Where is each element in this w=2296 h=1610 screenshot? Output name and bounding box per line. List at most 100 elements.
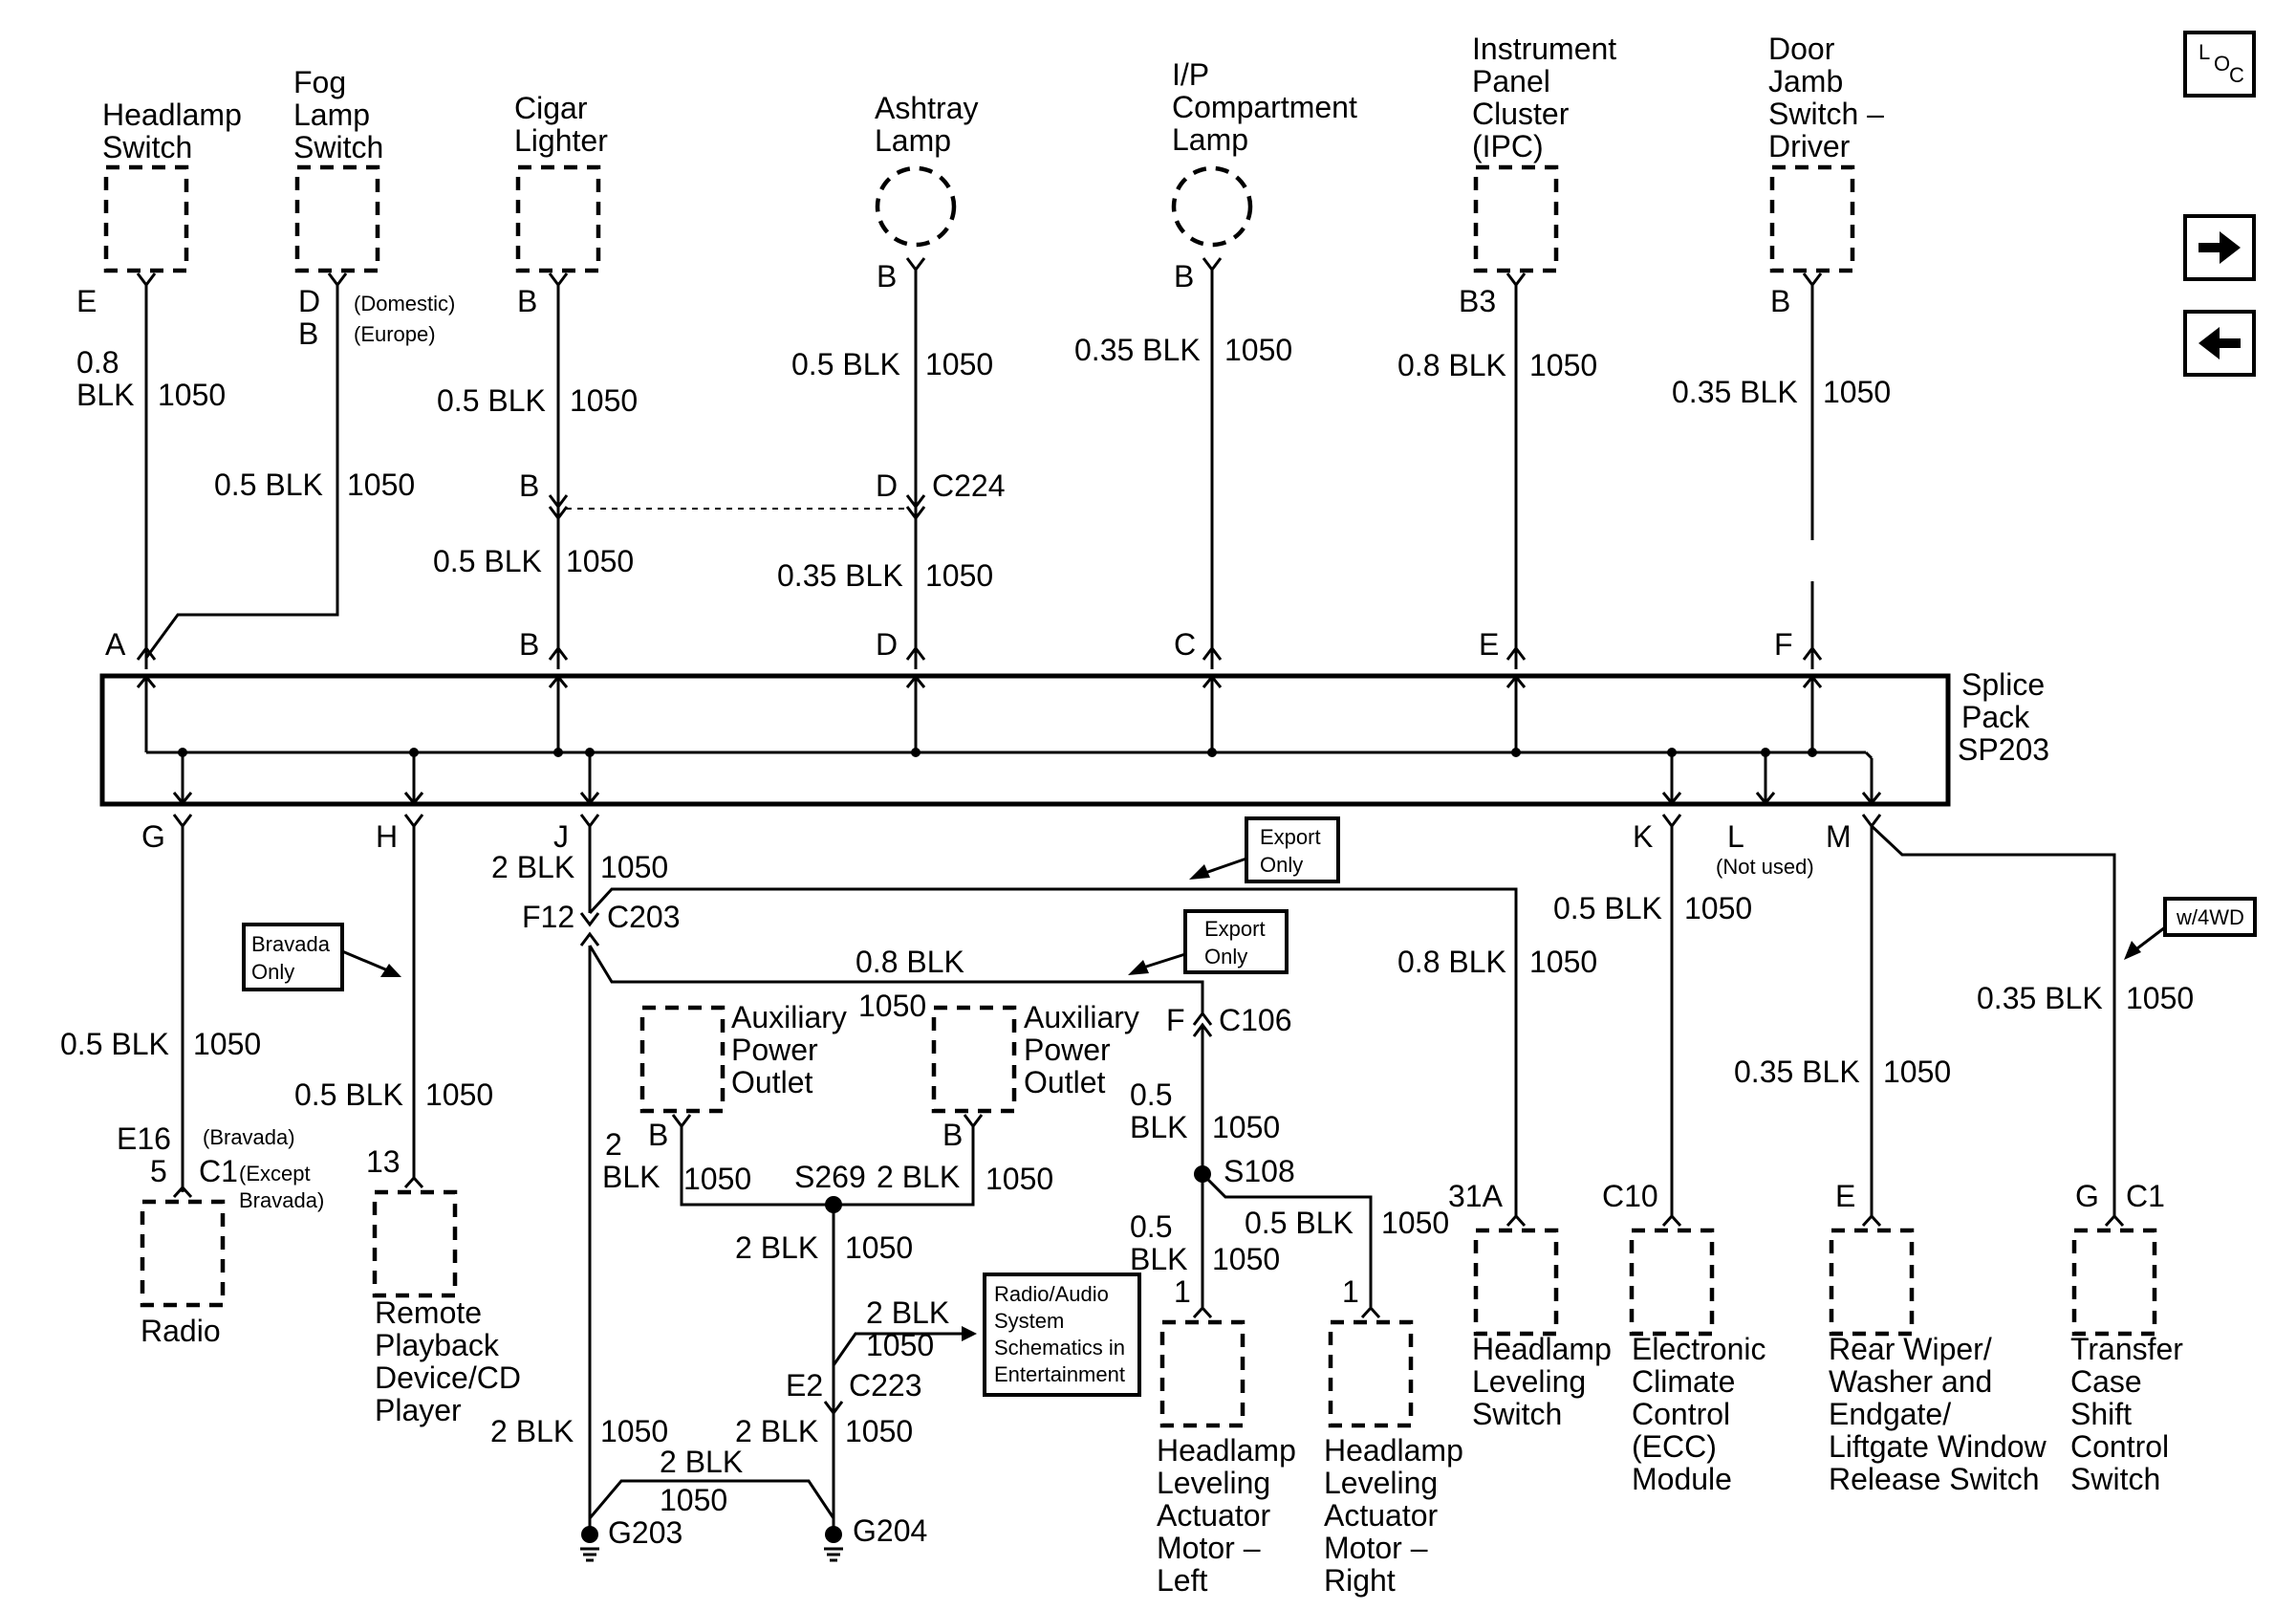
svg-text:Lamp: Lamp	[1172, 122, 1248, 157]
svg-text:1050: 1050	[1381, 1206, 1449, 1240]
svg-text:2 BLK: 2 BLK	[660, 1445, 743, 1479]
svg-text:0.8 BLK: 0.8 BLK	[1397, 348, 1506, 382]
locator-icon[interactable]: L O C	[2183, 31, 2256, 98]
svg-text:Auxiliary: Auxiliary	[1024, 1000, 1139, 1034]
terminal-marks	[136, 257, 1823, 288]
fog-lamp-switch-component: Fog Lamp Switch	[293, 65, 383, 273]
radio-audio-reference-note: Radio/Audio System Schematics in Enterta…	[983, 1273, 1141, 1397]
svg-text:13: 13	[366, 1144, 401, 1179]
remote-playback-branch: Bravada Only 0.5 BLK 1050 13 Remote Play…	[242, 826, 521, 1427]
svg-text:0.5 BLK: 0.5 BLK	[294, 1077, 403, 1112]
svg-text:0.8: 0.8	[76, 345, 119, 380]
svg-text:1050: 1050	[1224, 333, 1292, 367]
svg-text:0.5: 0.5	[1130, 1077, 1172, 1112]
svg-text:K: K	[1633, 819, 1653, 854]
svg-text:Left: Left	[1157, 1563, 1207, 1598]
svg-text:Washer and: Washer and	[1829, 1364, 1992, 1399]
svg-text:Headlamp: Headlamp	[1324, 1433, 1463, 1468]
svg-text:Case: Case	[2070, 1364, 2142, 1399]
ip-compartment-lamp-component: I/P Compartment Lamp	[1171, 57, 1357, 248]
svg-text:1050: 1050	[193, 1027, 261, 1061]
export-only-note-1: Export Only	[1189, 816, 1340, 883]
svg-text:0.5 BLK: 0.5 BLK	[214, 468, 323, 502]
svg-text:F: F	[1166, 1003, 1185, 1037]
svg-text:0.35 BLK: 0.35 BLK	[1977, 981, 2103, 1015]
wire-ashtray-lamp: B 0.5 BLK 1050 D C224 0.35 BLK 1050 D	[777, 259, 1006, 669]
svg-text:Motor –: Motor –	[1324, 1531, 1428, 1565]
leveling-actuator-branch: F C106 0.5 BLK 1050 S108 0.5 BLK 1050 0.…	[1130, 1003, 1463, 1598]
svg-text:Switch: Switch	[102, 130, 192, 164]
svg-text:Power: Power	[731, 1033, 818, 1067]
svg-text:0.35 BLK: 0.35 BLK	[1074, 333, 1201, 367]
svg-text:(Domestic): (Domestic)	[354, 292, 455, 315]
svg-text:Rear Wiper/: Rear Wiper/	[1829, 1332, 1992, 1366]
svg-text:Module: Module	[1632, 1462, 1732, 1496]
svg-text:0.35 BLK: 0.35 BLK	[1672, 375, 1798, 409]
svg-text:Electronic: Electronic	[1632, 1332, 1766, 1366]
svg-text:Control: Control	[1632, 1397, 1730, 1431]
svg-text:E: E	[76, 284, 97, 318]
wire-cigar-lighter: B 0.5 BLK 1050 B 0.5 BLK 1050 B	[433, 284, 638, 669]
svg-text:Radio: Radio	[141, 1314, 221, 1348]
svg-text:Switch –: Switch –	[1768, 97, 1884, 131]
svg-text:1050: 1050	[925, 558, 993, 593]
svg-text:2 BLK: 2 BLK	[491, 850, 574, 884]
svg-text:System: System	[994, 1309, 1064, 1333]
svg-text:Only: Only	[1204, 945, 1247, 968]
svg-text:E2: E2	[786, 1368, 823, 1403]
svg-text:C1: C1	[199, 1154, 238, 1188]
svg-text:1: 1	[1342, 1274, 1359, 1309]
svg-text:Actuator: Actuator	[1157, 1498, 1271, 1533]
svg-text:S269: S269	[794, 1160, 866, 1194]
svg-text:1050: 1050	[570, 383, 638, 418]
svg-text:Endgate/: Endgate/	[1829, 1397, 1951, 1431]
svg-text:Shift: Shift	[2070, 1397, 2132, 1431]
svg-text:1050: 1050	[1823, 375, 1891, 409]
wire-ip-compartment-lamp: B 0.35 BLK 1050 C	[1074, 259, 1292, 669]
previous-page-button[interactable]	[2183, 310, 2256, 377]
svg-text:Switch: Switch	[1472, 1397, 1562, 1431]
svg-text:BLK: BLK	[76, 378, 134, 412]
svg-text:0.5 BLK: 0.5 BLK	[791, 347, 900, 381]
svg-text:C224: C224	[932, 468, 1006, 503]
svg-text:B: B	[877, 259, 897, 294]
aux-power-outlet-right: Auxiliary Power Outlet B	[931, 1000, 1139, 1152]
svg-text:Jamb: Jamb	[1768, 64, 1843, 98]
svg-text:BLK: BLK	[602, 1160, 660, 1194]
svg-text:Switch: Switch	[293, 130, 383, 164]
svg-text:F: F	[1774, 627, 1793, 662]
svg-text:Right: Right	[1324, 1563, 1396, 1598]
svg-text:E16: E16	[117, 1121, 171, 1156]
export-only-note-2: Export Only	[1128, 909, 1289, 975]
svg-text:31A: 31A	[1448, 1179, 1504, 1213]
next-page-button[interactable]	[2183, 214, 2256, 281]
transfer-case-branch: w/4WD 0.35 BLK 1050 G C1 Transfer Case S…	[1870, 824, 2257, 1496]
svg-text:D: D	[298, 284, 320, 318]
svg-text:1050: 1050	[1529, 945, 1597, 979]
svg-text:1050: 1050	[425, 1077, 493, 1112]
ashtray-lamp-component: Ashtray Lamp	[875, 91, 978, 248]
svg-text:G203: G203	[608, 1515, 682, 1550]
svg-text:C: C	[2229, 63, 2244, 87]
svg-text:1050: 1050	[845, 1230, 913, 1265]
svg-text:Bravada: Bravada	[251, 932, 331, 956]
svg-text:1050: 1050	[158, 378, 226, 412]
svg-text:BLK: BLK	[1130, 1110, 1187, 1144]
ground-g204-icon	[824, 1526, 843, 1562]
svg-text:1050: 1050	[683, 1162, 751, 1196]
svg-text:Outlet: Outlet	[731, 1065, 812, 1099]
svg-text:B: B	[519, 468, 539, 503]
svg-text:1050: 1050	[2126, 981, 2194, 1015]
svg-text:B: B	[942, 1118, 963, 1152]
svg-text:Pack: Pack	[1961, 700, 2030, 734]
ecc-module-branch: 0.5 BLK 1050 C10 Electronic Climate Cont…	[1553, 826, 1766, 1496]
svg-text:Liftgate Window: Liftgate Window	[1829, 1429, 2047, 1464]
svg-text:1050: 1050	[566, 544, 634, 578]
svg-text:C10: C10	[1602, 1179, 1658, 1213]
aux-power-outlet-left: Auxiliary Power Outlet 1050 B	[639, 989, 926, 1152]
svg-text:Lamp: Lamp	[875, 123, 951, 158]
svg-text:D: D	[876, 468, 898, 503]
svg-text:A: A	[105, 627, 126, 662]
svg-text:J: J	[553, 819, 569, 854]
svg-text:Climate: Climate	[1632, 1364, 1735, 1399]
